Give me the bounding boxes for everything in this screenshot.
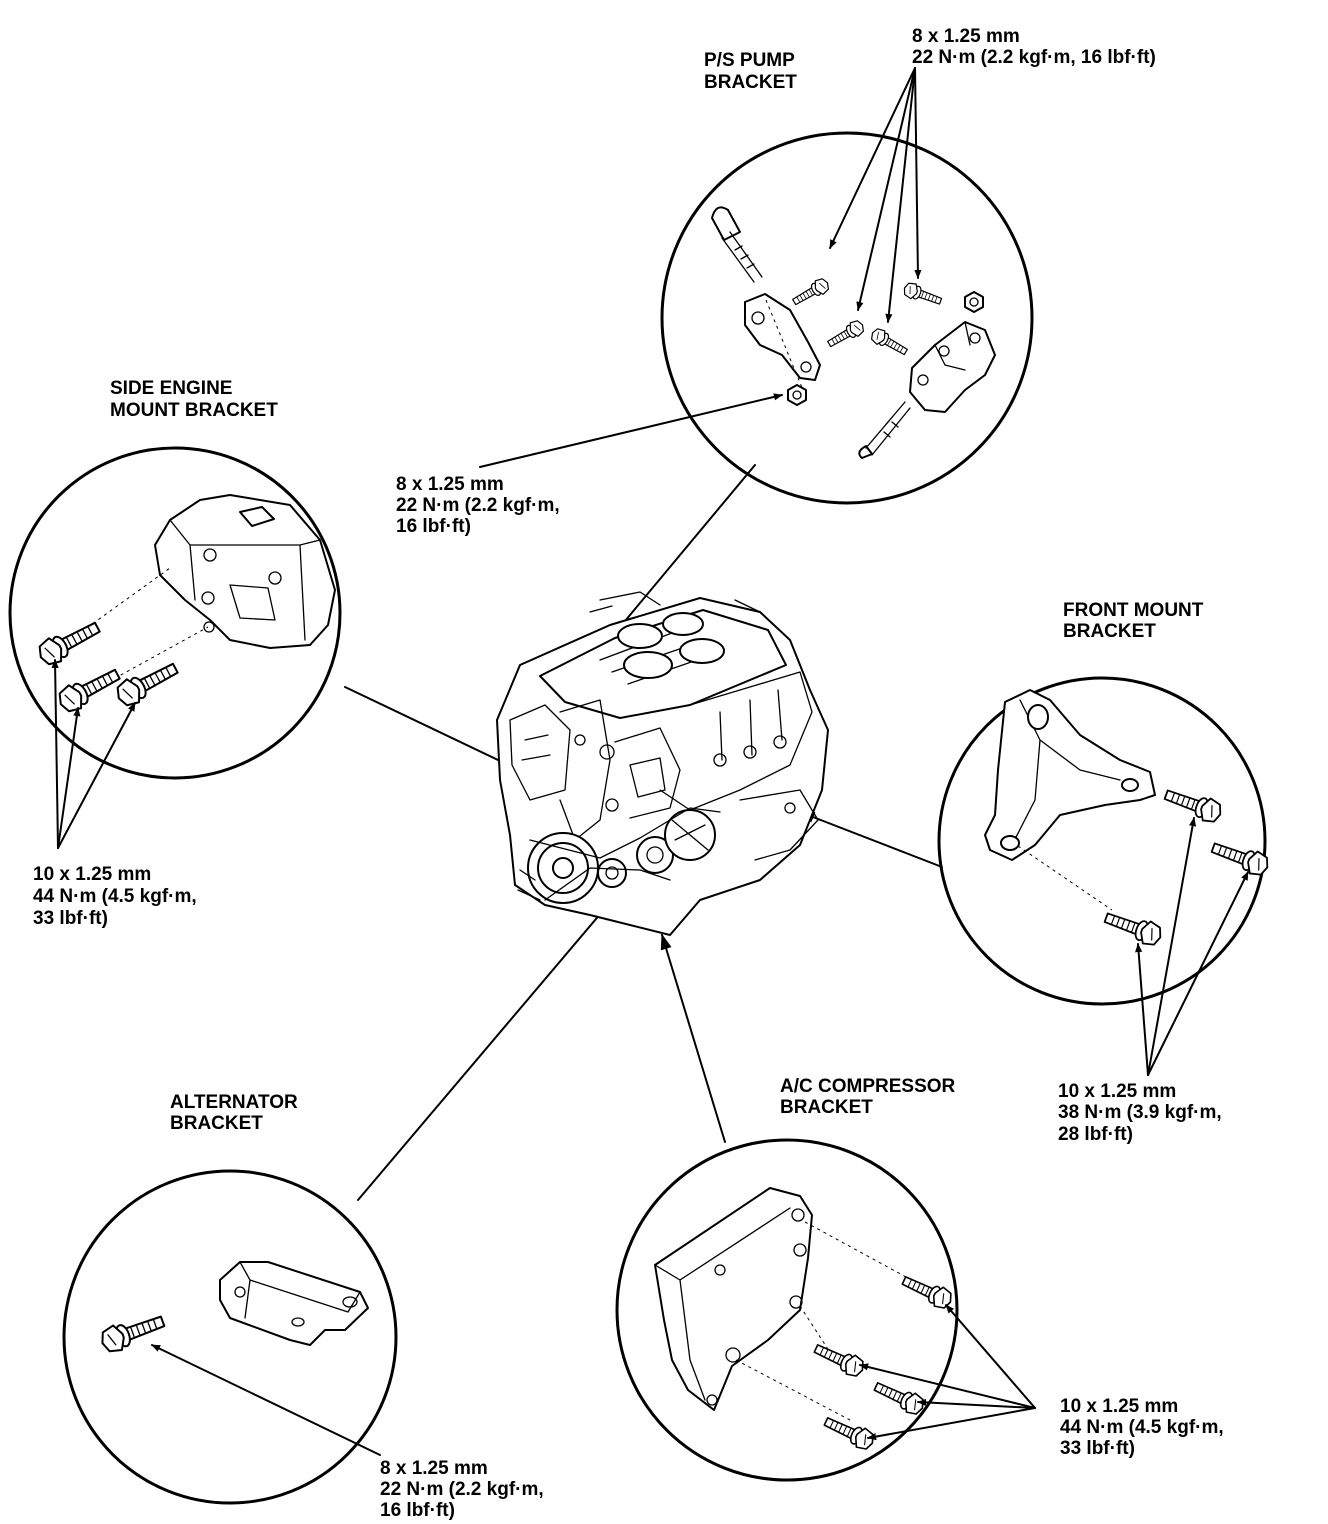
ac-compressor-bolt-spec: 10 x 1.25 mm 44 N·m (4.5 kgf·m, 33 lbf·f… [1060, 1396, 1229, 1459]
front-mount-bracket-detail [937, 676, 1273, 1076]
alternator-bracket-detail [62, 1169, 398, 1505]
front-mount-bracket-label: FRONT MOUNT BRACKET [1063, 600, 1209, 642]
ac-compressor-bracket-detail [615, 1138, 1036, 1482]
side-engine-mount-bracket-label: SIDE ENGINE MOUNT BRACKET [110, 378, 278, 421]
front-mount-bolt-spec: 10 x 1.25 mm 38 N·m (3.9 kgf·m, 28 lbf·f… [1058, 1081, 1227, 1145]
ps-pump-left-bolt-spec: 8 x 1.25 mm 22 N·m (2.2 kgf·m, 16 lbf·ft… [396, 474, 565, 537]
side-mount-bolt-spec: 10 x 1.25 mm 44 N·m (4.5 kgf·m, 33 lbf·f… [33, 864, 202, 929]
ps-pump-bracket-label: P/S PUMP BRACKET [704, 50, 800, 93]
side-engine-mount-detail [8, 446, 342, 849]
alternator-connector-line [357, 865, 642, 1201]
alternator-bolt-spec: 8 x 1.25 mm 22 N·m (2.2 kgf·m, 16 lbf·ft… [380, 1458, 549, 1521]
ac-compressor-connector-line [660, 933, 726, 1143]
ps-pump-bracket-detail [479, 67, 1034, 505]
ps-pump-top-bolt-spec: 8 x 1.25 mm 22 N·m (2.2 kgf·m, 16 lbf·ft… [912, 26, 1156, 68]
ac-compressor-bracket-label: A/C COMPRESSOR BRACKET [780, 1076, 961, 1118]
engine-assembly [496, 591, 829, 936]
alternator-bracket-label: ALTERNATOR BRACKET [170, 1092, 303, 1134]
front-mount-connector-line [798, 811, 943, 868]
